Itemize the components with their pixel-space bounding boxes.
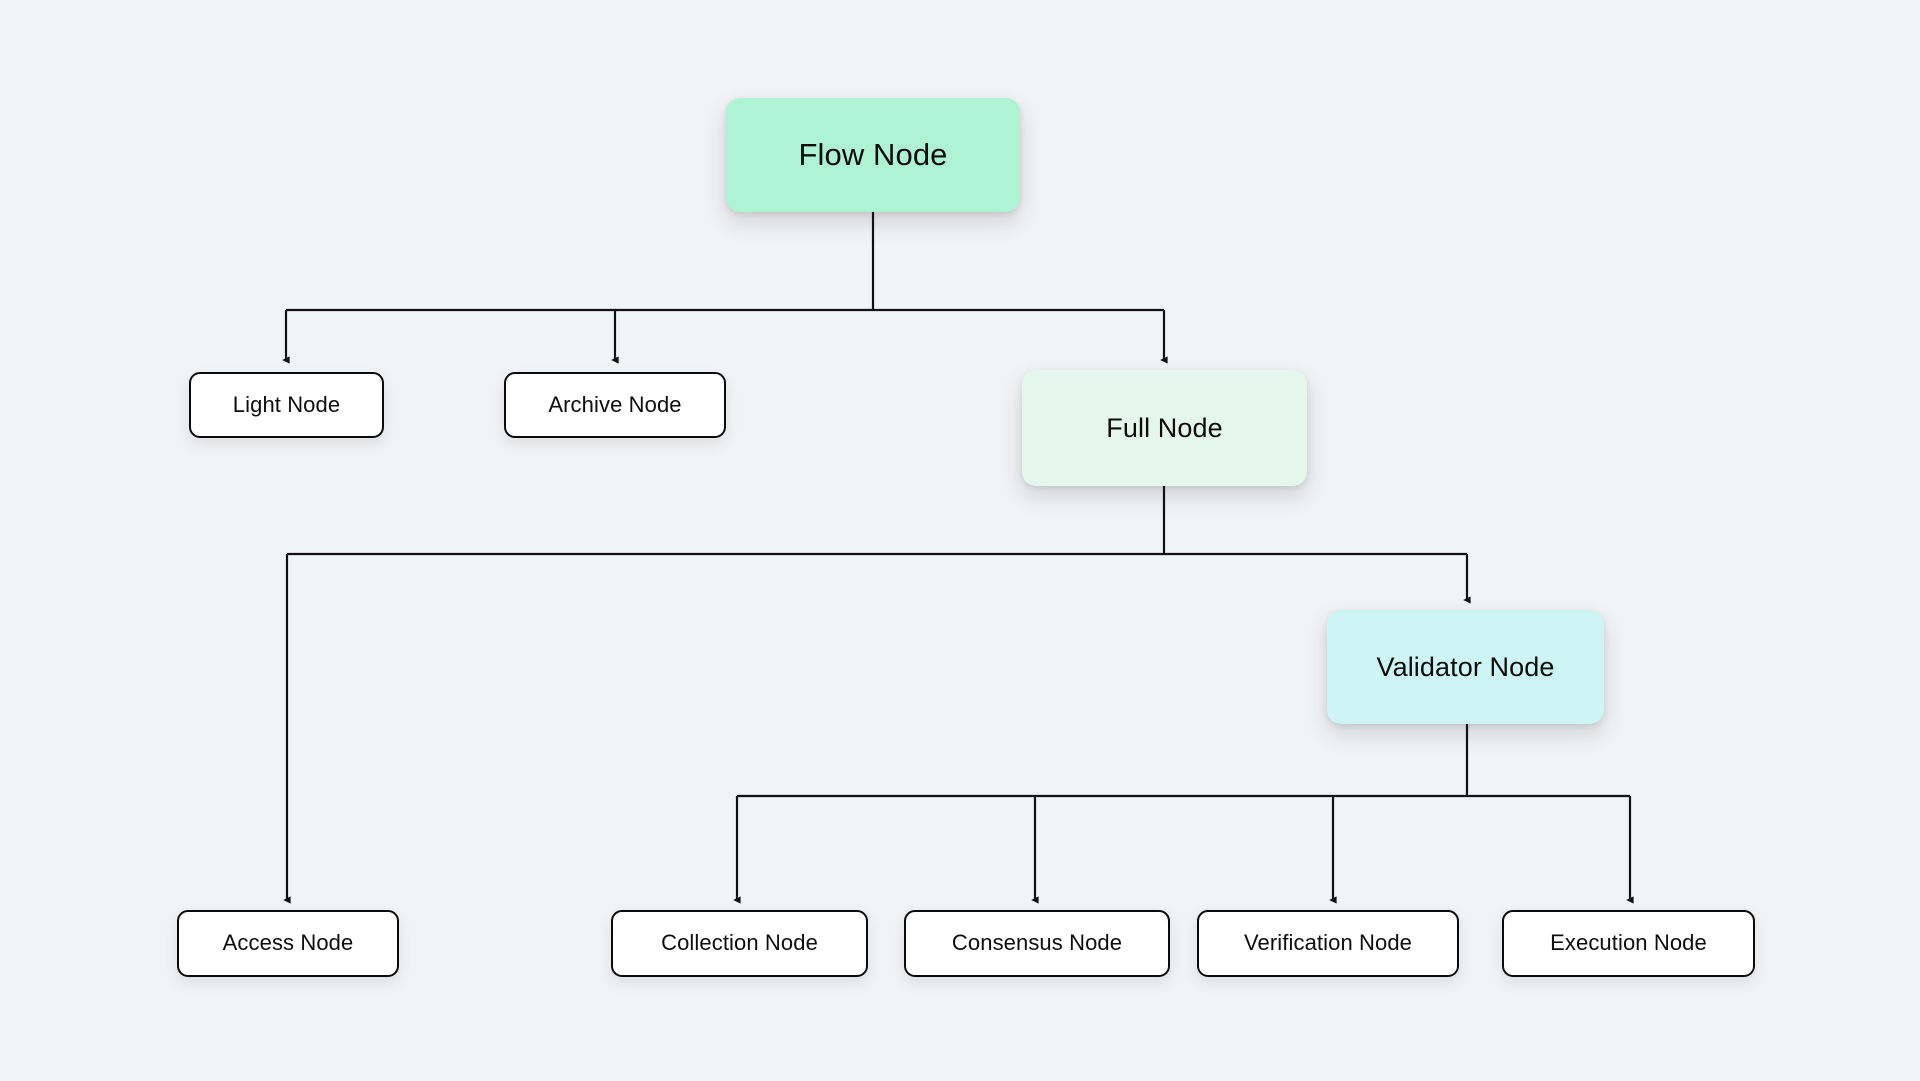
node-light-node[interactable]: Light Node <box>189 372 384 438</box>
node-label: Collection Node <box>661 930 818 956</box>
node-label: Validator Node <box>1376 651 1555 682</box>
node-label: Flow Node <box>798 137 948 173</box>
node-consensus-node[interactable]: Consensus Node <box>904 910 1170 977</box>
node-label: Full Node <box>1106 412 1223 443</box>
node-validator-node[interactable]: Validator Node <box>1327 610 1604 724</box>
node-label: Light Node <box>232 391 341 417</box>
node-execution-node[interactable]: Execution Node <box>1502 910 1755 977</box>
node-archive-node[interactable]: Archive Node <box>504 372 726 438</box>
node-collection-node[interactable]: Collection Node <box>611 910 868 977</box>
node-label: Access Node <box>222 930 354 956</box>
node-label: Archive Node <box>548 391 682 417</box>
node-full-node[interactable]: Full Node <box>1022 370 1307 486</box>
node-verification-node[interactable]: Verification Node <box>1197 910 1459 977</box>
node-label: Execution Node <box>1550 930 1707 956</box>
node-flow-node[interactable]: Flow Node <box>726 98 1020 212</box>
node-label: Consensus Node <box>951 930 1123 956</box>
node-label: Verification Node <box>1243 930 1413 956</box>
node-access-node[interactable]: Access Node <box>177 910 399 977</box>
